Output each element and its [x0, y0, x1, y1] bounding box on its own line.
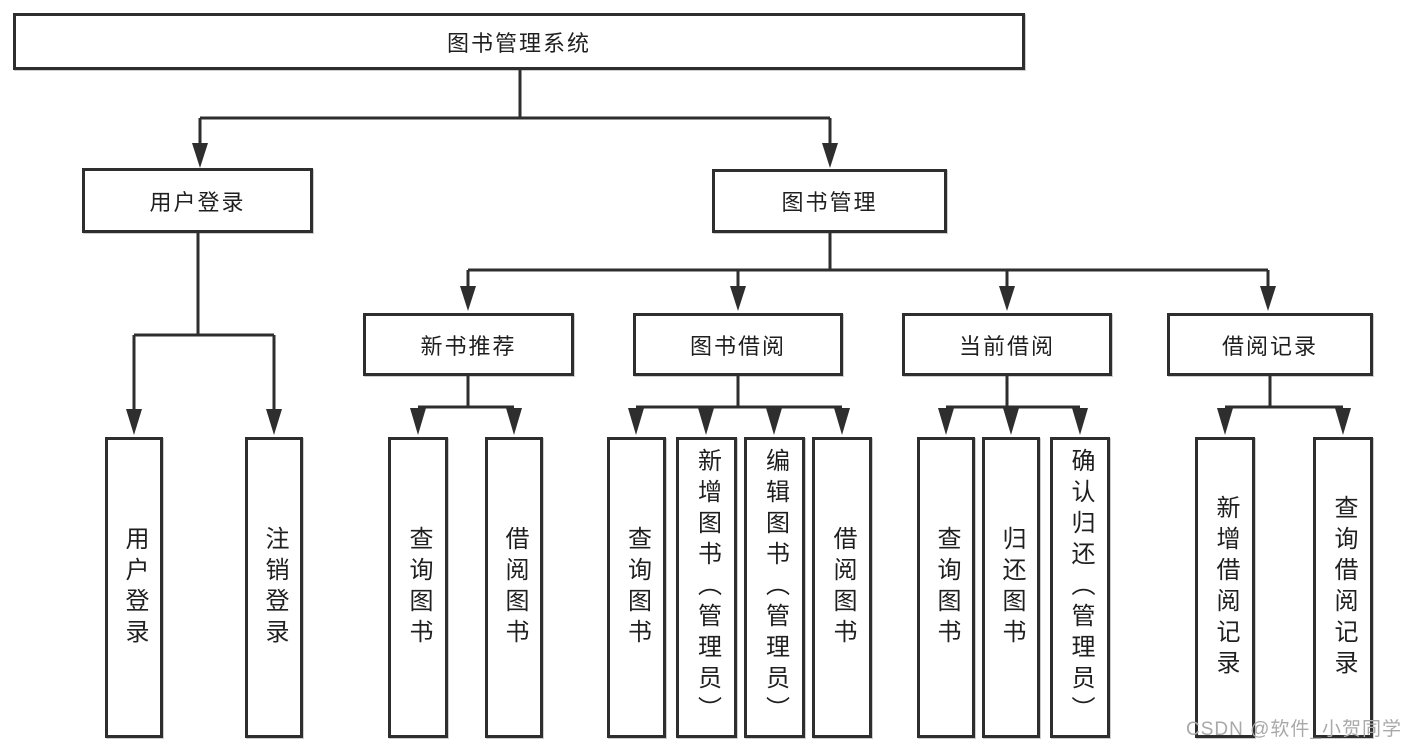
node-book-management: 图书管理	[712, 169, 947, 233]
node-root-label: 图书管理系统	[446, 30, 591, 56]
node-new-book-recommendation: 新书推荐	[363, 313, 574, 376]
node-edit-books-admin: 编辑图书（管理员）	[744, 437, 805, 738]
node-current-borrowing: 当前借阅	[902, 313, 1112, 376]
node-borrowing-records: 借阅记录	[1167, 313, 1373, 376]
node-new-book-recommendation-label: 新书推荐	[420, 333, 517, 359]
node-book-borrowing: 图书借阅	[633, 313, 843, 376]
node-current-query-books-label: 查询图书	[933, 525, 960, 650]
node-borrowing-borrow-books: 借阅图书	[812, 437, 872, 738]
node-confirm-return-admin: 确认归还（管理员）	[1050, 437, 1110, 738]
node-add-books-admin: 新增图书（管理员）	[676, 437, 737, 738]
node-user-login-label: 用户登录	[149, 189, 246, 215]
node-user-login-action: 用户登录	[105, 437, 163, 738]
node-borrowing-borrow-books-label: 借阅图书	[829, 525, 856, 650]
node-current-query-books: 查询图书	[917, 437, 975, 738]
node-return-books: 归还图书	[982, 437, 1040, 738]
node-recommend-query-books: 查询图书	[388, 437, 448, 738]
node-logout-action-label: 注销登录	[261, 525, 288, 650]
node-root: 图书管理系统	[13, 13, 1025, 70]
node-borrowing-query-books-label: 查询图书	[623, 525, 651, 650]
node-book-borrowing-label: 图书借阅	[689, 333, 786, 359]
node-add-books-admin-label: 新增图书（管理员）	[693, 448, 721, 727]
node-recommend-borrow-books-label: 借阅图书	[501, 525, 528, 650]
node-user-login-action-label: 用户登录	[121, 525, 148, 650]
node-return-books-label: 归还图书	[998, 525, 1025, 650]
node-book-management-label: 图书管理	[781, 190, 878, 215]
node-recommend-query-books-label: 查询图书	[405, 525, 432, 650]
node-query-borrow-record: 查询借阅记录	[1313, 437, 1373, 738]
node-logout-action: 注销登录	[245, 437, 303, 738]
csdn-watermark: CSDN @软件_小贺同学	[1186, 719, 1402, 740]
arrowheads	[126, 143, 1351, 435]
node-add-borrow-record: 新增借阅记录	[1195, 437, 1255, 738]
node-recommend-borrow-books: 借阅图书	[485, 437, 543, 738]
node-query-borrow-record-label: 查询借阅记录	[1330, 494, 1357, 681]
node-confirm-return-admin-label: 确认归还（管理员）	[1067, 448, 1094, 727]
node-add-borrow-record-label: 新增借阅记录	[1212, 494, 1239, 681]
node-current-borrowing-label: 当前借阅	[958, 333, 1055, 359]
node-borrowing-records-label: 借阅记录	[1221, 333, 1318, 359]
node-borrowing-query-books: 查询图书	[607, 437, 666, 738]
node-user-login: 用户登录	[82, 168, 313, 233]
node-edit-books-admin-label: 编辑图书（管理员）	[761, 448, 789, 727]
